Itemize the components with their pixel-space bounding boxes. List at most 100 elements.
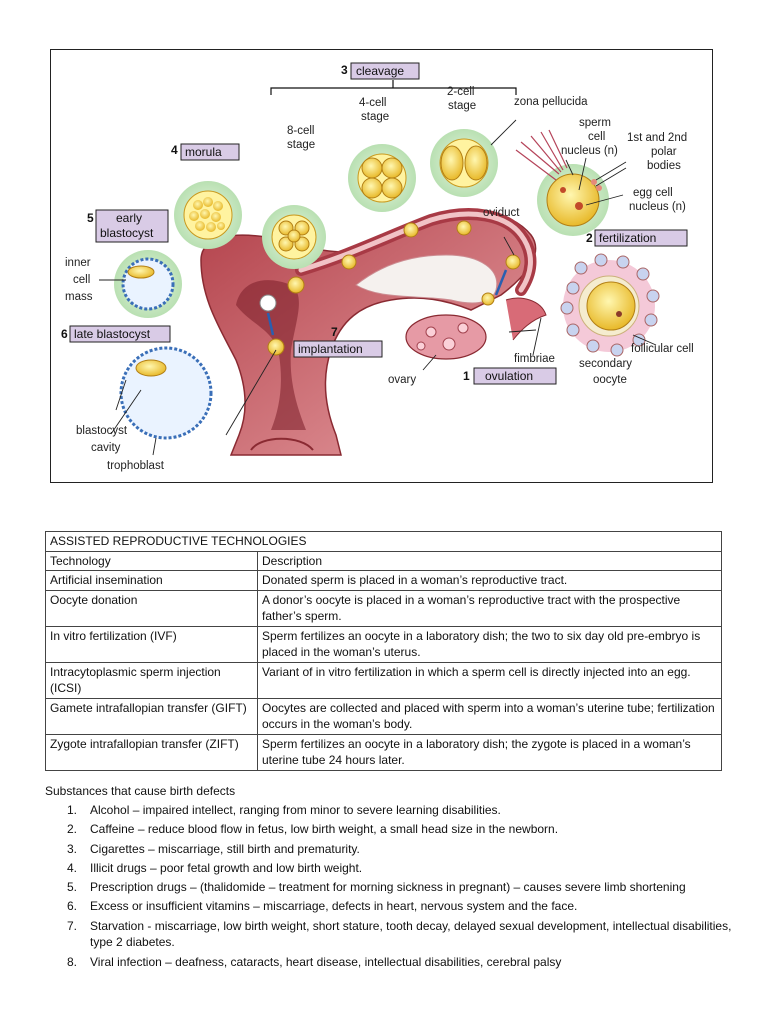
fertilization-diagram: 3 cleavage 4-cell stage 2-cell stage 8-c… [50,49,713,483]
description-cell: Sperm fertilizes an oocyte in a laborato… [257,733,722,771]
egg-nucleus-label-2: nucleus (n) [629,201,686,213]
item-text: Illicit drugs – poor fetal growth and lo… [90,860,363,875]
early-blastocyst-label-1: early [116,211,142,225]
secondary-oocyte [560,253,660,357]
egg-nucleus-label-1: egg cell [633,187,673,199]
follicular-cell-label: follicular cell [631,343,694,355]
eight-cell-label-2: stage [287,139,315,151]
inner-cell-mass-label-1: inner [65,257,91,269]
description-cell: Donated sperm is placed in a woman’s rep… [257,570,722,591]
description-cell: Variant of in vitro fertilization in whi… [257,661,722,699]
late-blastocyst-number: 6 [61,327,68,341]
birth-defects-list: 1. Alcohol – impaired intellect, ranging … [45,802,735,970]
morula-number: 4 [171,143,178,157]
table-header-row: Technology Description [45,550,722,571]
item-number: 3. [67,841,78,856]
eight-cell-stage [262,205,326,269]
polar-label-3: bodies [647,160,681,172]
item-text: Prescription drugs – (thalidomide – trea… [90,880,686,895]
inner-cell-mass-label-2: cell [73,274,90,286]
item-text: Cigarettes – miscarriage, still birth an… [90,841,360,856]
cleavage-label: cleavage [356,64,404,78]
birth-defects-title: Substances that cause birth defects [45,784,236,798]
ovulation-label: ovulation [485,369,533,383]
labels: 3 cleavage 4-cell stage 2-cell stage 8-c… [61,62,694,472]
ovary-label: ovary [388,374,416,386]
technology-cell: Oocyte donation [45,589,258,627]
description-cell: Sperm fertilizes an oocyte in a laborato… [257,625,722,663]
fimbriae-label: fimbriae [514,353,555,365]
item-text: Caffeine – reduce blood flow in fetus, l… [90,822,559,837]
early-blastocyst-label-2: blastocyst [100,226,154,240]
list-item: 6.Excess or insufficient vitamins – misc… [45,898,735,915]
item-text: Viral infection – deafness, cataracts, h… [90,954,562,969]
header-description: Description [257,550,722,571]
description-cell: A donor’s oocyte is placed in a woman’s … [257,589,722,627]
ovulation-box [473,367,557,385]
item-number: 1. [67,803,78,817]
header-technology: Technology [45,550,258,571]
polar-label-2: polar [651,146,677,158]
list-item: 4. Illicit drugs – poor fetal growth and … [45,860,735,877]
secondary-oocyte-label-1: secondary [579,358,632,370]
morula-label: morula [185,145,222,159]
eight-cell-label-1: 8-cell [287,125,314,137]
table-row: Gamete intrafallopian transfer (GIFT) Oo… [45,697,722,735]
item-number: 2. [67,822,78,837]
item-text: Starvation - miscarriage, low birth weig… [90,918,732,950]
implantation-number: 7 [331,325,338,339]
four-cell-label-2: stage [361,111,389,123]
table-row: In vitro fertilization (IVF) Sperm ferti… [45,625,722,663]
list-item: 5. Prescription drugs – (thalidomide – tr… [45,879,735,896]
early-blastocyst-number: 5 [87,211,94,225]
technology-cell: Intracytoplasmic sperm injection (ICSI) [45,661,258,699]
sperm-label-1: sperm [579,117,611,129]
fertilization-label: fertilization [599,231,656,245]
list-item: 7. Starvation - miscarriage, low birth we… [45,918,735,951]
embryo-path-dots [259,220,521,356]
uterus-illustration [200,208,547,456]
leader-lines [99,119,657,456]
fertilization-number: 2 [586,231,593,245]
polar-label-1: 1st and 2nd [627,132,687,144]
item-number: 4. [67,860,78,875]
diagram-svg: 3 cleavage 4-cell stage 2-cell stage 8-c… [61,62,694,472]
cleavage-number: 3 [341,63,348,77]
technology-cell: Gamete intrafallopian transfer (GIFT) [45,697,258,735]
inner-cell-mass-label-3: mass [65,291,93,303]
fertilization-box [594,229,688,247]
item-text: Excess or insufficient vitamins – miscar… [90,899,578,914]
item-number: 8. [67,954,78,969]
blastocyst-cavity-label-1: blastocyst [76,425,128,437]
item-number: 7. [67,918,78,933]
late-blastocyst [119,346,213,440]
late-blastocyst-box [69,325,171,343]
trophoblast-label: trophoblast [107,460,165,472]
table-title: ASSISTED REPRODUCTIVE TECHNOLOGIES [45,531,722,552]
list-item: 8. Viral infection – deafness, cataracts,… [45,954,735,971]
four-cell-stage [348,144,416,212]
item-text: Alcohol – impaired intellect, ranging fr… [90,803,501,817]
two-cell-label-1: 2-cell [447,86,474,98]
technology-cell: Artificial insemination [45,570,258,591]
item-number: 5. [67,880,78,895]
early-blastocyst [114,250,182,318]
technology-cell: In vitro fertilization (IVF) [45,625,258,663]
table-row: Artificial insemination Donated sperm is… [45,570,722,591]
ovulation-number: 1 [463,369,470,383]
table-row: Oocyte donation A donor’s oocyte is plac… [45,589,722,627]
four-cell-label-1: 4-cell [359,97,386,109]
late-blastocyst-label: late blastocyst [74,327,151,341]
implantation-box [293,340,383,358]
list-item: 1. Alcohol – impaired intellect, ranging … [45,802,735,819]
sperm-label-2: cell [588,131,605,143]
cleavage-box [350,62,420,80]
birth-defects-section: Substances that cause birth defects 1. Al… [45,782,735,973]
morula [174,181,242,249]
table-row: Zygote intrafallopian transfer (ZIFT) Sp… [45,733,722,771]
technology-cell: Zygote intrafallopian transfer (ZIFT) [45,733,258,771]
zona-pellucida-label: zona pellucida [514,96,588,108]
implantation-label: implantation [298,342,363,356]
description-cell: Oocytes are collected and placed with sp… [257,697,722,735]
list-item: 3. Cigarettes – miscarriage, still birth … [45,841,735,858]
